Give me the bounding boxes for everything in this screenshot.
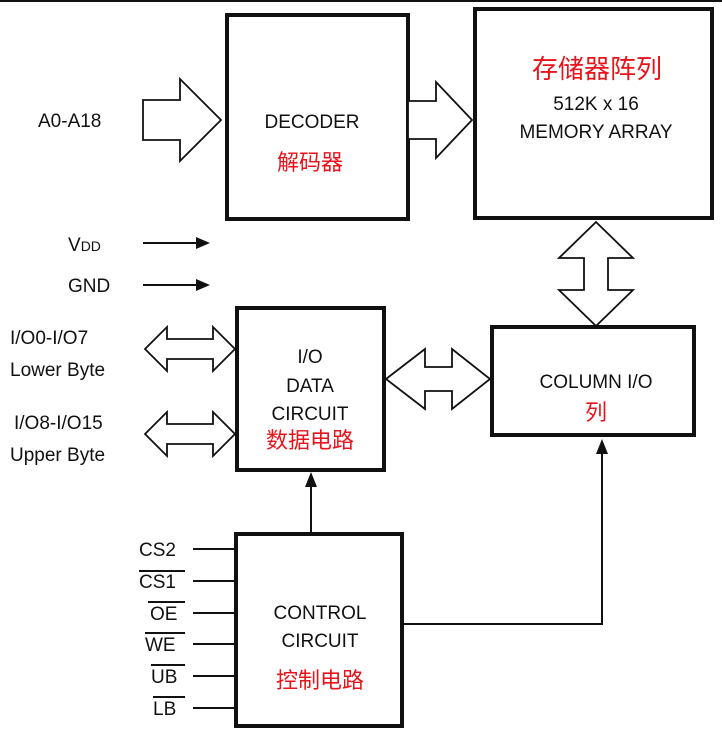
pin-ub-label: UB	[151, 667, 177, 688]
control-to-column-line	[402, 454, 603, 625]
memory-cn: 存储器阵列	[532, 55, 662, 85]
decoder-cn: 解码器	[277, 151, 343, 176]
io-data-circuit-block	[235, 306, 386, 472]
lower-byte-pins: I/O0-I/O7	[10, 328, 88, 349]
gnd-arrowhead	[196, 279, 210, 291]
control-cn: 控制电路	[276, 669, 364, 694]
io-data-line3: CIRCUIT	[271, 404, 348, 425]
upper-byte-arrow	[143, 409, 237, 459]
pin-we-label: WE	[145, 635, 176, 656]
column-io-cn: 列	[585, 401, 607, 426]
io-data-line1: I/O	[297, 347, 322, 368]
io-data-cn: 数据电路	[266, 429, 354, 454]
memory-array-block	[473, 7, 714, 220]
upper-byte-pins: I/O8-I/O15	[14, 413, 103, 434]
column-io-block	[490, 325, 696, 437]
pin-we: WE	[145, 632, 236, 656]
control-circuit-block	[234, 532, 404, 728]
vdd-arrowhead	[196, 237, 210, 249]
address-label: A0-A18	[38, 111, 101, 132]
control-to-io-arrowhead	[305, 472, 317, 487]
control-line2: CIRCUIT	[281, 631, 358, 652]
memory-to-column-arrow	[556, 220, 636, 328]
decoder-to-memory-arrow	[407, 79, 474, 161]
pin-cs2: CS2	[139, 540, 236, 561]
decoder-title: DECODER	[264, 112, 359, 133]
gnd-label: GND	[68, 276, 110, 297]
pin-lb-label: LB	[153, 699, 176, 720]
pin-lb: LB	[153, 696, 236, 720]
pin-cs1: CS1	[139, 570, 236, 593]
lower-byte-arrow	[143, 324, 237, 374]
address-bus-arrow	[142, 76, 223, 164]
control-pins: CS2 CS1 OE WE UB LB	[139, 540, 236, 720]
io-to-column-arrow	[384, 347, 492, 411]
vdd-label: VDD	[68, 235, 101, 256]
memory-size: 512K x 16	[553, 94, 639, 115]
control-line1: CONTROL	[274, 603, 367, 624]
control-to-column-arrowhead	[596, 439, 608, 454]
io-data-line2: DATA	[286, 376, 334, 397]
pin-oe: OE	[148, 601, 236, 625]
column-io-title: COLUMN I/O	[540, 372, 653, 393]
pin-oe-label: OE	[150, 604, 177, 625]
memory-title: MEMORY ARRAY	[519, 122, 672, 143]
pin-cs1-label: CS1	[139, 572, 176, 593]
lower-byte-label: Lower Byte	[10, 360, 105, 381]
upper-byte-label: Upper Byte	[10, 445, 105, 466]
pin-cs2-label: CS2	[139, 540, 176, 561]
pin-ub: UB	[151, 664, 236, 688]
